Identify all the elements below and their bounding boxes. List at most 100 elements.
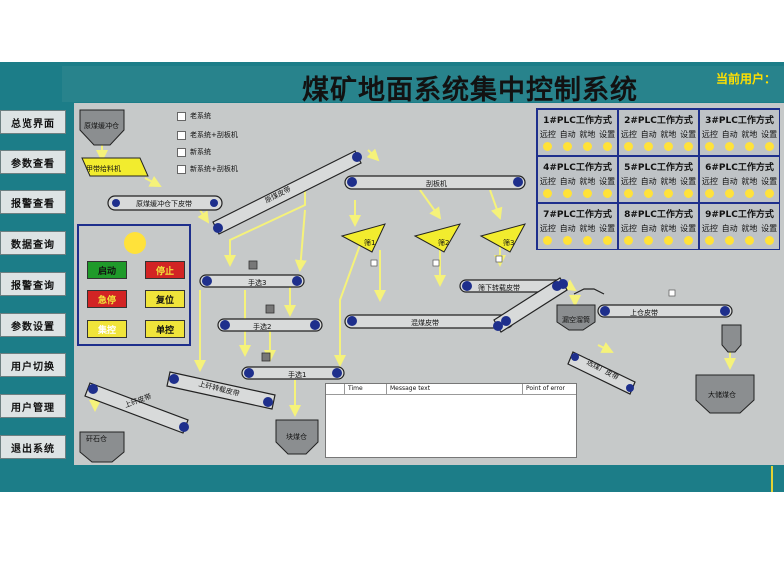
message-log[interactable]: Time Message text Point of error bbox=[325, 383, 577, 458]
hand-pick1-label: 手选1 bbox=[288, 371, 307, 379]
lamp-icon bbox=[705, 142, 715, 151]
plc-title: 7#PLC工作方式 bbox=[543, 210, 612, 220]
legend-checkbox-new[interactable] bbox=[177, 148, 186, 157]
mode-setup: 设置 bbox=[599, 177, 616, 186]
mode-local: 就地 bbox=[741, 224, 758, 233]
mode-remote: 远控 bbox=[701, 130, 718, 139]
mode-auto: 自动 bbox=[721, 130, 738, 139]
mode-remote: 远控 bbox=[701, 224, 718, 233]
col-time[interactable]: Time bbox=[348, 385, 363, 392]
mode-remote: 远控 bbox=[539, 130, 556, 139]
status-lamp-icon bbox=[124, 232, 146, 254]
single-control-button[interactable]: 单控 bbox=[145, 320, 185, 338]
plc-title: 1#PLC工作方式 bbox=[543, 116, 612, 126]
lamp-icon bbox=[582, 142, 592, 151]
scraper-label: 刮板机 bbox=[426, 180, 447, 188]
lamp-icon bbox=[624, 189, 634, 198]
mode-remote: 远控 bbox=[620, 130, 637, 139]
lamp-icon bbox=[705, 236, 715, 245]
plc-unit-3: 3#PLC工作方式 远控自动就地设置 bbox=[700, 110, 779, 155]
plc-title: 3#PLC工作方式 bbox=[705, 116, 774, 126]
plc-unit-2: 2#PLC工作方式 远控自动就地设置 bbox=[619, 110, 698, 155]
plc-unit-7: 7#PLC工作方式 远控自动就地设置 bbox=[538, 204, 617, 249]
hand-pick2-label: 手选2 bbox=[253, 323, 272, 331]
lamp-icon bbox=[624, 142, 634, 151]
lamp-icon bbox=[663, 236, 673, 245]
sidebar-item-alarm-query[interactable]: 报警查询 bbox=[0, 272, 66, 296]
bottom-bar bbox=[62, 466, 784, 492]
lamp-icon bbox=[582, 236, 592, 245]
lamp-icon bbox=[602, 236, 612, 245]
legend-label-new-scraper: 新系统+刮板机 bbox=[190, 165, 238, 173]
feeder-label: 甲带给料机 bbox=[86, 165, 121, 173]
mode-auto: 自动 bbox=[640, 177, 657, 186]
mode-remote: 远控 bbox=[620, 177, 637, 186]
under-bunker-belt-label: 原煤缓冲仓下皮带 bbox=[136, 200, 192, 208]
plc-unit-5: 5#PLC工作方式 远控自动就地设置 bbox=[619, 157, 698, 202]
reset-button[interactable]: 复位 bbox=[145, 290, 185, 308]
screen1-label: 筛1 bbox=[364, 239, 376, 247]
screen3-label: 筛3 bbox=[503, 239, 515, 247]
mixed-belt-label: 混煤皮带 bbox=[411, 319, 439, 327]
lamp-icon bbox=[764, 236, 774, 245]
sidebar-item-alarm-view[interactable]: 报警查看 bbox=[0, 190, 66, 214]
mode-local: 就地 bbox=[579, 177, 596, 186]
legend-checkbox-new-scraper[interactable] bbox=[177, 165, 186, 174]
mode-auto: 自动 bbox=[559, 224, 576, 233]
plc-title: 6#PLC工作方式 bbox=[705, 163, 774, 173]
sidebar-item-user-switch[interactable]: 用户切换 bbox=[0, 353, 66, 377]
gangue-bunker-label: 矸石仓 bbox=[86, 435, 107, 443]
mode-setup: 设置 bbox=[761, 177, 778, 186]
col-message[interactable]: Message text bbox=[390, 385, 431, 392]
mode-auto: 自动 bbox=[721, 224, 738, 233]
emergency-stop-button[interactable]: 急停 bbox=[87, 290, 127, 308]
sidebar-item-data-query[interactable]: 数据查询 bbox=[0, 231, 66, 255]
current-user-label: 当前用户： bbox=[716, 72, 777, 86]
sidebar-item-parameter-view[interactable]: 参数查看 bbox=[0, 150, 66, 174]
plc-unit-6: 6#PLC工作方式 远控自动就地设置 bbox=[700, 157, 779, 202]
lamp-icon bbox=[683, 236, 693, 245]
message-log-header: Time Message text Point of error bbox=[326, 384, 576, 395]
stop-button[interactable]: 停止 bbox=[145, 261, 185, 279]
mode-remote: 远控 bbox=[701, 177, 718, 186]
screen2-label: 筛2 bbox=[438, 239, 450, 247]
edge-marker bbox=[771, 466, 773, 492]
legend-checkbox-old-scraper[interactable] bbox=[177, 131, 186, 140]
lamp-icon bbox=[624, 236, 634, 245]
col-point-of-error[interactable]: Point of error bbox=[526, 385, 566, 392]
mode-remote: 远控 bbox=[539, 177, 556, 186]
legend-checkbox-old[interactable] bbox=[177, 112, 186, 121]
start-button[interactable]: 启动 bbox=[87, 261, 127, 279]
lamp-icon bbox=[543, 236, 553, 245]
mode-setup: 设置 bbox=[761, 224, 778, 233]
sidebar-item-overview[interactable]: 总览界面 bbox=[0, 110, 66, 134]
lamp-icon bbox=[744, 189, 754, 198]
lamp-icon bbox=[644, 189, 654, 198]
interlock-button[interactable]: 集控 bbox=[87, 320, 127, 338]
lump-bunker-label: 块煤仓 bbox=[286, 433, 307, 441]
mode-local: 就地 bbox=[660, 224, 677, 233]
sidebar-item-exit[interactable]: 退出系统 bbox=[0, 435, 66, 459]
sidebar-item-user-management[interactable]: 用户管理 bbox=[0, 394, 66, 418]
lamp-icon bbox=[563, 189, 573, 198]
mode-local: 就地 bbox=[579, 130, 596, 139]
mode-local: 就地 bbox=[741, 177, 758, 186]
header-bar bbox=[62, 66, 784, 102]
lamp-icon bbox=[543, 142, 553, 151]
mode-local: 就地 bbox=[660, 177, 677, 186]
lamp-icon bbox=[663, 189, 673, 198]
sidebar-item-parameter-settings[interactable]: 参数设置 bbox=[0, 313, 66, 337]
plc-title: 9#PLC工作方式 bbox=[705, 210, 774, 220]
lamp-icon bbox=[764, 189, 774, 198]
plc-unit-1: 1#PLC工作方式 远控自动就地设置 bbox=[538, 110, 617, 155]
raw-coal-bunker-label: 原煤缓冲仓 bbox=[84, 122, 119, 130]
mode-local: 就地 bbox=[741, 130, 758, 139]
plc-title: 8#PLC工作方式 bbox=[624, 210, 693, 220]
mode-remote: 远控 bbox=[620, 224, 637, 233]
lamp-icon bbox=[644, 142, 654, 151]
plc-unit-9: 9#PLC工作方式 远控自动就地设置 bbox=[700, 204, 779, 249]
column-divider bbox=[344, 384, 345, 394]
lamp-icon bbox=[663, 142, 673, 151]
lamp-icon bbox=[563, 142, 573, 151]
mode-remote: 远控 bbox=[539, 224, 556, 233]
